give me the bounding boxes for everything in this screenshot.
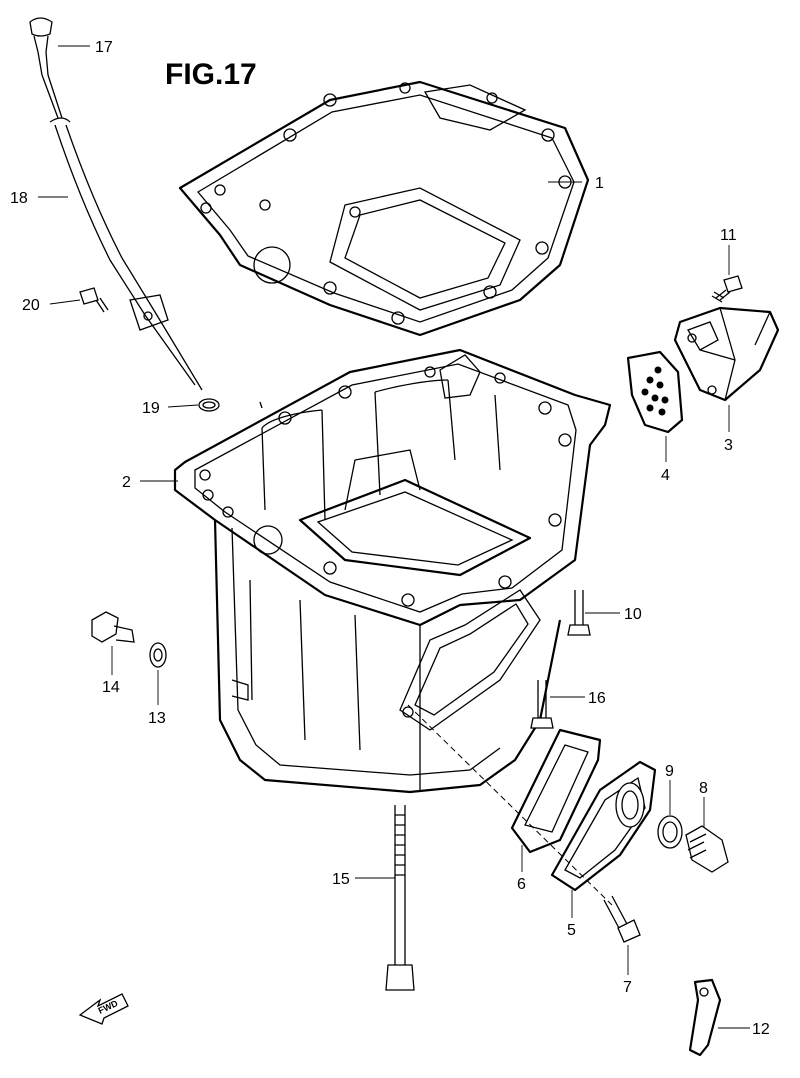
part-strainer-gasket [626,350,684,434]
part-bolt-10 [567,590,591,636]
callout-15: 15 [332,871,350,888]
part-washer-13 [149,642,167,668]
part-o-ring [198,398,220,412]
part-drain-plug [685,825,729,873]
callout-20: 20 [22,297,40,314]
assembly-line [407,704,613,906]
fwd-arrow: FWD [78,993,129,1025]
callout-14: 14 [102,679,120,696]
callout-2: 2 [122,474,131,491]
part-oil-strainer [673,306,780,402]
callout-8: 8 [699,780,708,797]
part-dipstick [29,17,63,119]
figure-title: FIG.17 [165,58,257,91]
callout-10: 10 [624,606,642,623]
callout-labels: 17 18 20 19 2 1 11 3 4 10 16 14 13 15 6 … [10,39,770,1038]
callout-11: 11 [720,227,737,244]
part-dipstick-guide [49,117,203,391]
part-cover [550,760,657,892]
callout-6: 6 [517,876,526,893]
callout-5: 5 [567,922,576,939]
callout-19: 19 [142,400,160,417]
callout-1: 1 [595,175,604,192]
callout-12: 12 [752,1021,770,1038]
part-strainer-bolt [711,275,743,303]
callout-7: 7 [623,979,632,996]
callout-16: 16 [588,690,606,707]
callout-4: 4 [661,467,670,484]
part-cover-bolt [603,895,641,943]
part-guide-bolt [79,287,109,313]
callout-13: 13 [148,710,166,727]
callout-3: 3 [724,437,733,454]
part-seal-ring [657,815,683,849]
callout-18: 18 [10,190,28,207]
part-clip [688,978,722,1057]
callout-9: 9 [665,763,674,780]
part-oil-pan [173,348,612,794]
part-cover-gasket [510,728,602,854]
callout-17: 17 [95,39,113,56]
leader-lines [38,45,750,1029]
part-bolt-16 [530,680,554,729]
part-long-bolt [385,805,415,991]
part-bolt-14 [91,611,135,643]
part-oil-pan-gasket [178,80,590,337]
